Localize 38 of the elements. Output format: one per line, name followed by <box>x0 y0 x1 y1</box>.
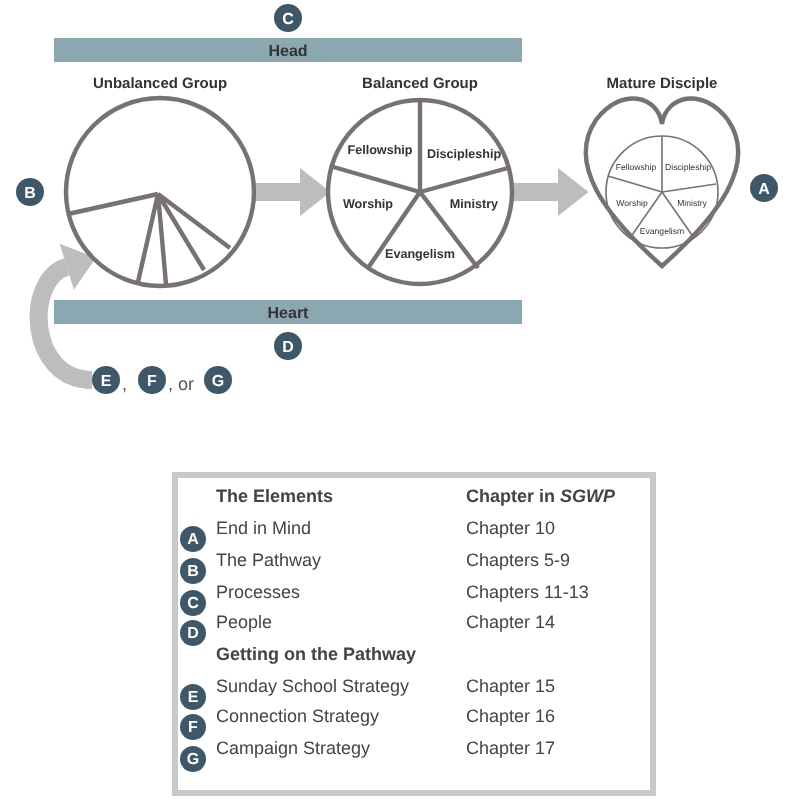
callout-badge: G <box>180 746 206 772</box>
table-cell: Campaign Strategy <box>216 738 371 760</box>
callout-badge: A <box>180 526 206 552</box>
callout-badge: B <box>180 558 206 584</box>
head-band: Head <box>54 38 522 62</box>
table-heading: The Elements <box>216 486 334 508</box>
table-cell: End in Mind <box>216 518 312 540</box>
table-cell: Chapter 15 <box>466 676 556 698</box>
table-cell: Connection Strategy <box>216 706 380 728</box>
table-cell: Chapter 14 <box>466 612 556 634</box>
table-heading: Chapter in SGWP <box>466 486 616 508</box>
separator-text: , or <box>168 374 195 394</box>
legend-panel <box>172 472 656 796</box>
table-cell: Processes <box>216 582 301 604</box>
table-cell: People <box>216 612 273 634</box>
callout-badge: F <box>180 714 206 740</box>
table-cell: Sunday School Strategy <box>216 676 410 698</box>
heart-band: Heart <box>54 300 522 324</box>
callout-badge: E <box>92 366 120 394</box>
table-cell: The Pathway <box>216 550 322 572</box>
callout-badge: B <box>16 178 44 206</box>
separator-text: , <box>122 374 128 394</box>
table-cell: Chapters 5-9 <box>466 550 571 572</box>
callout-badge: C <box>274 4 302 32</box>
block-arrow <box>512 168 589 216</box>
block-arrow <box>254 168 331 216</box>
callout-badge: D <box>180 620 206 646</box>
table-heading: Getting on the Pathway <box>216 644 417 666</box>
table-cell: Chapter 17 <box>466 738 556 760</box>
callout-badge: F <box>138 366 166 394</box>
table-cell: Chapter 16 <box>466 706 556 728</box>
callout-badge: G <box>204 366 232 394</box>
callout-badge: E <box>180 684 206 710</box>
callout-badge: C <box>180 590 206 616</box>
table-cell: Chapters 11-13 <box>466 582 589 604</box>
callout-badge: A <box>750 174 778 202</box>
callout-badge: D <box>274 332 302 360</box>
table-cell: Chapter 10 <box>466 518 556 540</box>
